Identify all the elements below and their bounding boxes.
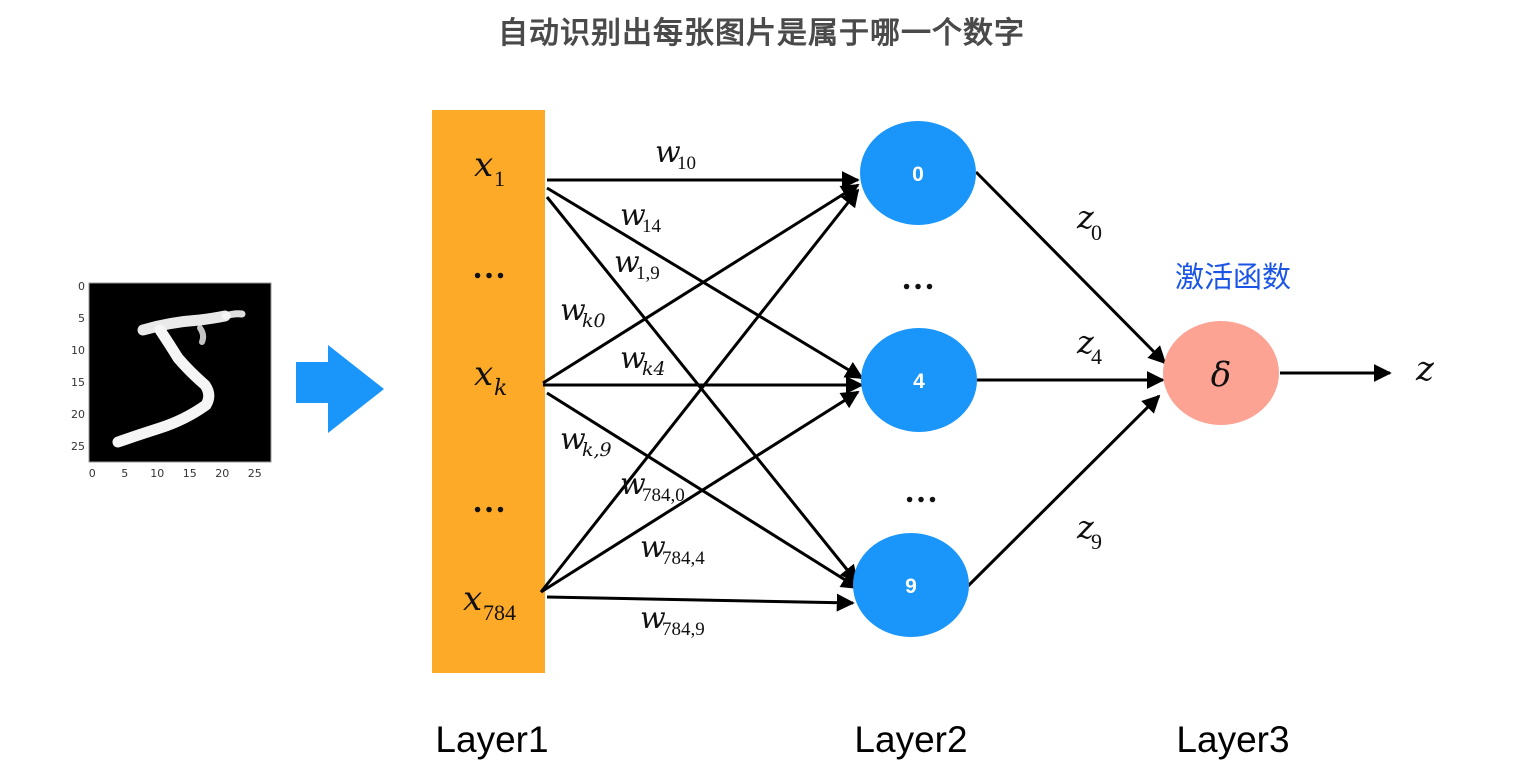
weight-connections (539, 171, 864, 612)
weight-label-wk4: w k4 (620, 341, 666, 380)
edge-x784-n4 (540, 390, 860, 594)
right-arrow-icon (296, 345, 384, 433)
svg-text:w: w (620, 198, 646, 233)
output-z: z (1415, 349, 1435, 389)
svg-text:9: 9 (1091, 529, 1102, 554)
layer1-label: Layer1 (435, 719, 548, 760)
edge-x784-n0 (539, 188, 860, 593)
svg-text:w: w (640, 601, 666, 636)
z-label-4: z 4 (1076, 323, 1102, 369)
svg-text:14: 14 (642, 216, 662, 237)
input-x784: x 784 (463, 579, 516, 625)
svg-text:k4: k4 (642, 358, 666, 380)
z-label-0: z 0 (1076, 198, 1102, 245)
edge-n9-delta (966, 394, 1161, 588)
layer3-activation-node (1163, 321, 1279, 425)
layer2-node-9 (853, 533, 969, 637)
x-tick-label: 0 (89, 467, 96, 480)
input-x1: x 1 (474, 145, 505, 191)
svg-text:z: z (1076, 198, 1095, 236)
layer2-node-0 (860, 121, 976, 225)
y-tick-label: 15 (71, 376, 85, 389)
svg-text:0: 0 (1091, 220, 1102, 245)
svg-text:w: w (655, 135, 681, 170)
svg-text:10: 10 (677, 153, 696, 174)
svg-text:x: x (474, 354, 493, 394)
x-tick-label: 20 (215, 467, 229, 480)
layer3-label: Layer3 (1176, 719, 1289, 760)
edge-x784-n9 (546, 593, 855, 612)
layer2-ellipsis-bottom: … (904, 473, 938, 510)
svg-text:z: z (1076, 323, 1095, 361)
y-axis-ticks: 0 5 10 15 20 25 (71, 280, 85, 453)
weight-label-wk9: w k,9 (560, 422, 612, 461)
svg-text:w: w (560, 422, 586, 457)
y-tick-label: 25 (71, 440, 85, 453)
svg-text:k: k (494, 376, 507, 401)
svg-text:w: w (560, 293, 586, 328)
svg-text:k0: k0 (582, 310, 606, 332)
mnist-input-image: 0 5 10 15 20 25 0 5 10 15 20 25 (71, 280, 272, 480)
layer2-node-4 (861, 328, 977, 432)
weight-label-w784-9: w 784,9 (640, 601, 705, 640)
activation-function-label: 激活函数 (1175, 260, 1291, 294)
svg-text:w: w (640, 530, 666, 565)
weight-label-w10: w 10 (655, 135, 696, 174)
input-xk: x k (474, 354, 507, 401)
y-tick-label: 10 (71, 344, 85, 357)
svg-text:784,0: 784,0 (642, 485, 685, 506)
node-label-4: 4 (913, 370, 925, 393)
page-title: 自动识别出每张图片是属于哪一个数字 (498, 16, 1025, 51)
x-tick-label: 5 (121, 467, 128, 480)
y-tick-label: 20 (71, 408, 85, 421)
svg-text:x: x (474, 145, 493, 185)
z-connections (966, 170, 1392, 588)
weight-label-w784-4: w 784,4 (640, 530, 705, 569)
node-label-0: 0 (912, 163, 924, 186)
svg-text:784,9: 784,9 (662, 619, 705, 640)
digit-five-strokes (112, 310, 246, 448)
delta-symbol: δ (1211, 355, 1231, 395)
weight-label-w14: w 14 (620, 198, 662, 237)
layer2-ellipsis-top: … (901, 260, 935, 297)
svg-text:1: 1 (494, 166, 505, 191)
layer1-ellipsis-bottom: … (472, 483, 506, 520)
edge-xk-n0 (542, 183, 860, 385)
y-tick-label: 0 (78, 280, 85, 293)
svg-text:4: 4 (1091, 344, 1102, 369)
layer1-bar (432, 110, 545, 673)
x-axis-ticks: 0 5 10 15 20 25 (89, 467, 262, 480)
x-tick-label: 15 (183, 467, 197, 480)
svg-text:1,9: 1,9 (636, 263, 660, 284)
svg-text:w: w (620, 467, 646, 502)
svg-text:w: w (614, 245, 640, 280)
svg-text:z: z (1076, 508, 1095, 546)
z-label-9: z 9 (1076, 508, 1102, 554)
layer1-ellipsis-top: … (472, 249, 506, 286)
weight-label-w1-9: w 1,9 (614, 245, 660, 284)
svg-text:w: w (620, 341, 646, 376)
y-tick-label: 5 (78, 312, 85, 325)
svg-text:784,4: 784,4 (662, 548, 705, 569)
node-label-9: 9 (905, 575, 917, 598)
weight-label-wk0: w k0 (560, 293, 606, 332)
svg-text:x: x (463, 579, 482, 619)
svg-text:784: 784 (483, 600, 516, 625)
edge-n0-delta (974, 170, 1167, 365)
x-tick-label: 25 (248, 467, 262, 480)
x-tick-label: 10 (150, 467, 164, 480)
svg-text:k,9: k,9 (582, 439, 612, 461)
layer2-label: Layer2 (854, 719, 967, 760)
image-frame (88, 282, 272, 463)
weight-label-w784-0: w 784,0 (620, 467, 685, 506)
